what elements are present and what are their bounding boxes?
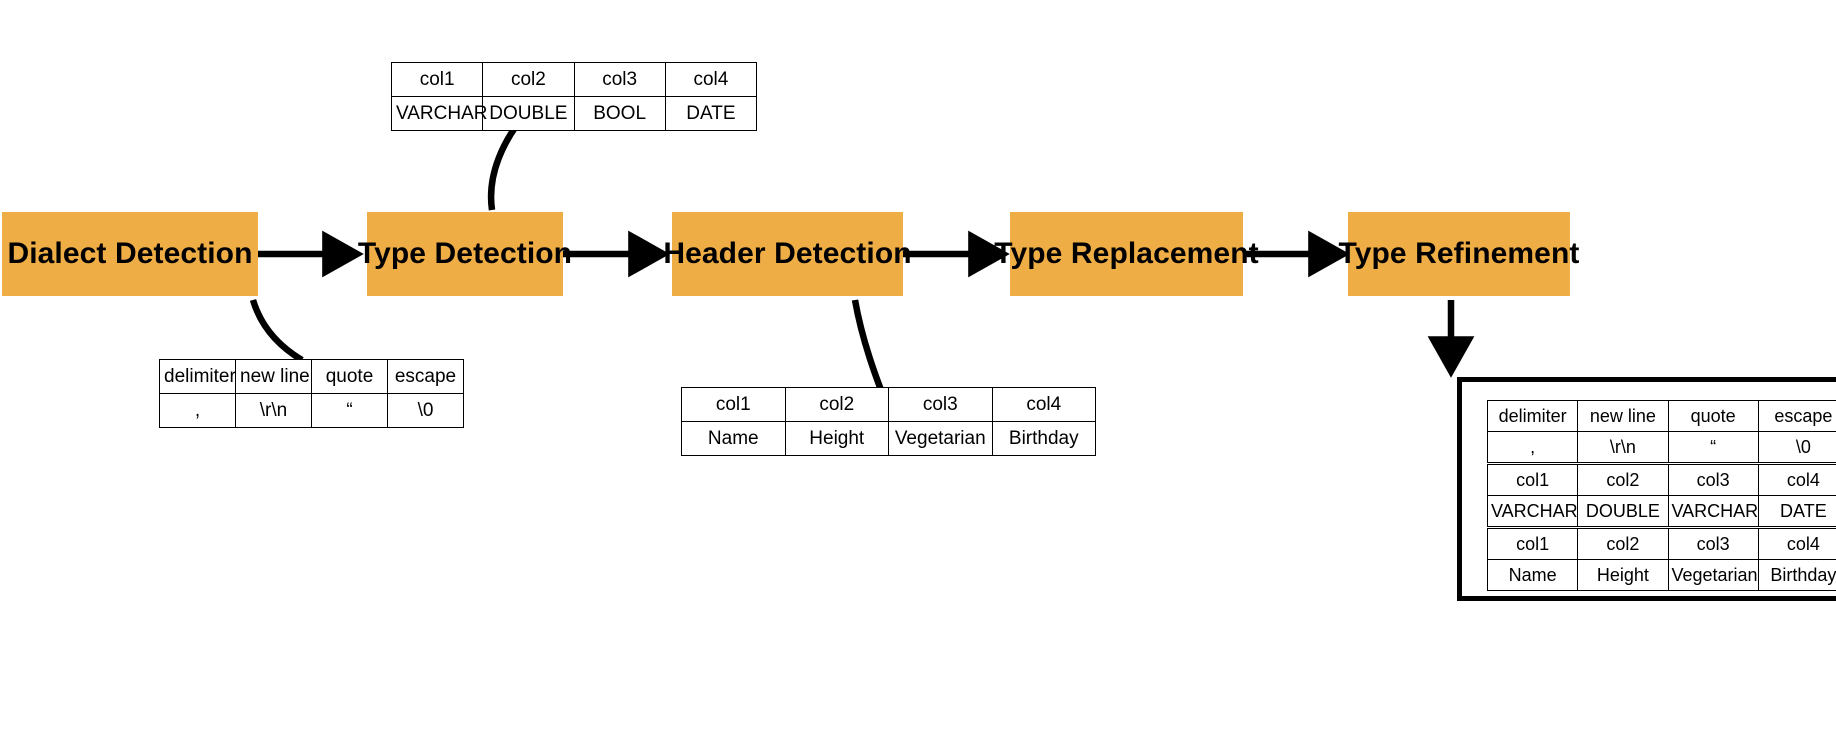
table-header-cell: col3	[888, 387, 993, 422]
result-headers-table: col1 col2 col3 col4 Name Height Vegetari…	[1486, 528, 1836, 591]
table-row: col1 col2 col3 col4	[390, 62, 758, 97]
table-header-cell: quote	[1667, 400, 1759, 432]
table-header-cell: delimiter	[1486, 400, 1579, 432]
table-header-cell: new line	[1577, 400, 1669, 432]
table-cell: ,	[1486, 431, 1579, 463]
table-cell: DOUBLE	[1577, 495, 1669, 527]
table-cell: \r\n	[1577, 431, 1669, 463]
table-cell: ,	[159, 393, 236, 428]
table-cell: DATE	[1757, 495, 1836, 527]
table-row: col1 col2 col3 col4	[1486, 464, 1836, 496]
table-cell: Vegetarian	[1667, 559, 1759, 591]
table-header-cell: col2	[784, 387, 889, 422]
table-header-cell: col2	[1577, 464, 1669, 496]
table-row: col1 col2 col3 col4	[1486, 528, 1836, 560]
table-header-cell: col4	[1757, 464, 1836, 496]
stage-label: Dialect Detection	[7, 237, 253, 270]
result-types-table: col1 col2 col3 col4 VARCHAR DOUBLE VARCH…	[1486, 464, 1836, 527]
table-row: delimiter new line quote escape	[1486, 400, 1836, 432]
table-header-cell: col1	[390, 62, 484, 97]
table-header-cell: col3	[1667, 528, 1759, 560]
table-cell: “	[311, 393, 388, 428]
stage-header-detection[interactable]: Header Detection	[663, 212, 912, 296]
stage-dialect-detection[interactable]: Dialect Detection	[2, 212, 258, 296]
table-row: Name Height Vegetarian Birthday	[1486, 559, 1836, 591]
stage-type-replacement[interactable]: Type Replacement	[994, 212, 1259, 296]
table-header-cell: new line	[235, 359, 312, 394]
table-row: delimiter new line quote escape	[159, 359, 464, 394]
table-cell: VARCHAR	[390, 96, 488, 131]
table-header-cell: delimiter	[159, 359, 236, 394]
header-detection-table: col1 col2 col3 col4 Name Height Vegetari…	[681, 387, 1096, 456]
table-cell: DATE	[664, 96, 758, 131]
table-cell: \0	[1757, 431, 1836, 463]
curve-dialect-detection-to-table	[249, 299, 304, 363]
result-dialect-table: delimiter new line quote escape , \r\n “…	[1486, 400, 1836, 463]
table-header-cell: escape	[387, 359, 464, 394]
table-cell: \r\n	[235, 393, 312, 428]
table-cell: Birthday	[1757, 559, 1836, 591]
type-detection-table: col1 col2 col3 col4 VARCHAR DOUBLE BOOL …	[390, 62, 758, 131]
table-cell: “	[1667, 431, 1759, 463]
stage-label: Type Replacement	[994, 237, 1259, 270]
table-row: VARCHAR DOUBLE VARCHAR DATE	[1486, 495, 1836, 527]
table-header-cell: col2	[1577, 528, 1669, 560]
table-cell: BOOL	[573, 96, 666, 131]
table-cell: \0	[387, 393, 464, 428]
table-header-cell: escape	[1757, 400, 1836, 432]
stage-type-detection[interactable]: Type Detection	[358, 212, 572, 296]
table-header-cell: col3	[573, 62, 666, 97]
stage-label: Type Refinement	[1338, 237, 1580, 270]
stage-label: Header Detection	[663, 237, 912, 270]
table-header-cell: quote	[311, 359, 388, 394]
table-cell: Height	[784, 421, 889, 456]
table-row: col1 col2 col3 col4	[681, 387, 1096, 422]
stage-label: Type Detection	[357, 237, 573, 270]
table-cell: Name	[681, 421, 786, 456]
table-header-cell: col1	[681, 387, 786, 422]
table-header-cell: col2	[482, 62, 575, 97]
table-row: Name Height Vegetarian Birthday	[681, 421, 1096, 456]
table-header-cell: col1	[1486, 464, 1579, 496]
table-cell: DOUBLE	[482, 96, 575, 131]
table-header-cell: col4	[991, 387, 1096, 422]
table-cell: VARCHAR	[1667, 495, 1759, 527]
table-cell: Vegetarian	[888, 421, 993, 456]
table-cell: Birthday	[991, 421, 1096, 456]
table-row: VARCHAR DOUBLE BOOL DATE	[390, 96, 758, 131]
table-cell: Height	[1577, 559, 1669, 591]
table-row: , \r\n “ \0	[159, 393, 464, 428]
table-cell: Name	[1486, 559, 1579, 591]
stage-type-refinement[interactable]: Type Refinement	[1339, 212, 1579, 296]
table-header-cell: col4	[664, 62, 758, 97]
dialect-detection-table: delimiter new line quote escape , \r\n “…	[159, 359, 464, 428]
table-cell: VARCHAR	[1486, 495, 1579, 527]
table-header-cell: col4	[1757, 528, 1836, 560]
table-header-cell: col1	[1486, 528, 1579, 560]
table-row: , \r\n “ \0	[1486, 431, 1836, 463]
table-header-cell: col3	[1667, 464, 1759, 496]
